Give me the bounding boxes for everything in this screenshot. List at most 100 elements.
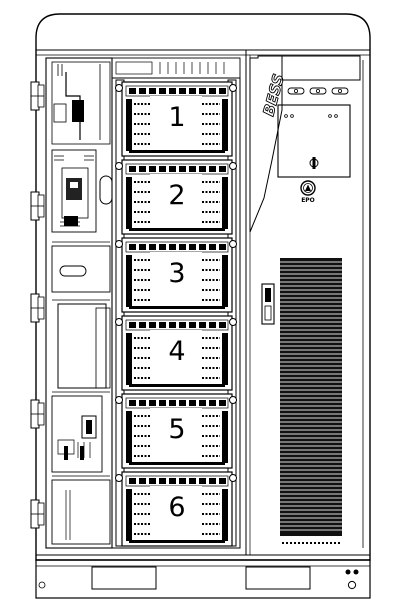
relay-compartment — [51, 245, 111, 293]
display-panel — [277, 104, 351, 178]
breaker-compartment — [51, 61, 111, 145]
electrical-panel — [45, 57, 113, 549]
battery-modules: 1 2 3 4 5 6 — [115, 81, 237, 547]
forklift-slot-left — [91, 566, 157, 590]
cell-terminal — [149, 400, 156, 406]
controller-box — [51, 149, 97, 233]
cell-terminal — [209, 88, 216, 94]
cell-terminal — [169, 478, 176, 484]
cell-terminal — [219, 166, 226, 172]
cell-terminal — [159, 322, 166, 328]
module-side-rail — [126, 333, 132, 385]
cabinet-base — [35, 559, 371, 599]
cell-terminal — [139, 244, 146, 250]
cell-terminal — [219, 478, 226, 484]
module-side-rail — [222, 489, 228, 541]
cell-terminal — [129, 322, 136, 328]
cell-terminal — [189, 400, 196, 406]
cell-terminal — [199, 322, 206, 328]
cell-terminal — [199, 166, 206, 172]
cell-terminal — [189, 322, 196, 328]
cell-terminal — [149, 88, 156, 94]
battery-module: 1 — [115, 81, 237, 157]
cell-terminal — [129, 88, 136, 94]
right-door: BESS EPO — [249, 55, 361, 544]
vent-slats — [280, 261, 342, 531]
door-handle[interactable] — [261, 283, 275, 325]
module-number-label: 4 — [168, 336, 185, 367]
display-panel-lock-icon[interactable] — [309, 157, 319, 169]
cell-terminal — [139, 166, 146, 172]
cell-terminal — [169, 88, 176, 94]
cabinet-shell — [35, 13, 371, 561]
cell-terminal — [159, 88, 166, 94]
module-number-label: 2 — [168, 180, 185, 211]
inverter-module — [57, 303, 107, 389]
cell-terminal — [169, 244, 176, 250]
cell-terminal — [129, 400, 136, 406]
cell-terminal — [139, 478, 146, 484]
cell-terminal — [209, 322, 216, 328]
cell-terminal — [159, 400, 166, 406]
base-bolt — [38, 581, 46, 589]
cell-terminal — [179, 322, 186, 328]
cell-terminal — [189, 88, 196, 94]
module-side-rail — [222, 333, 228, 385]
battery-module: 5 — [115, 393, 237, 469]
cell-terminal — [219, 400, 226, 406]
module-number-label: 3 — [168, 258, 185, 289]
cell-terminal — [149, 478, 156, 484]
cell-terminal — [209, 244, 216, 250]
cell-terminal — [169, 166, 176, 172]
hinge — [30, 499, 45, 529]
cell-terminal — [219, 244, 226, 250]
cell-terminal — [189, 166, 196, 172]
module-side-rail — [126, 489, 132, 541]
module-side-rail — [222, 177, 228, 229]
battery-module: 3 — [115, 237, 237, 313]
brand-label: BESS — [259, 72, 287, 118]
door-hinges-left — [30, 81, 45, 529]
hinge — [30, 293, 45, 323]
indicator-bar — [281, 55, 361, 81]
cell-terminal — [169, 322, 176, 328]
cell-terminal — [129, 478, 136, 484]
cell-terminal — [149, 244, 156, 250]
cell-terminal — [179, 478, 186, 484]
module-side-rail — [222, 255, 228, 307]
indicator-lights — [287, 87, 349, 95]
cell-terminal — [219, 88, 226, 94]
cell-terminal — [199, 244, 206, 250]
cell-terminal — [159, 166, 166, 172]
hinge — [30, 191, 45, 221]
main-breaker-handle — [72, 100, 84, 122]
cell-terminal — [179, 166, 186, 172]
battery-module: 4 — [115, 315, 237, 391]
cell-terminal — [139, 400, 146, 406]
cell-terminal — [179, 400, 186, 406]
cell-terminal — [209, 166, 216, 172]
cell-terminal — [149, 322, 156, 328]
cell-terminal — [129, 244, 136, 250]
cell-terminal — [139, 322, 146, 328]
hinge — [30, 399, 45, 429]
module-side-rail — [126, 177, 132, 229]
base-bolt — [353, 569, 359, 575]
emergency-stop-button[interactable] — [300, 180, 316, 196]
module-side-rail — [126, 255, 132, 307]
module-side-rail — [222, 411, 228, 463]
cell-terminal — [139, 88, 146, 94]
cell-terminal — [179, 88, 186, 94]
top-wiring-tray — [111, 57, 241, 79]
panel-door-handle — [99, 175, 113, 205]
cell-terminal — [199, 88, 206, 94]
cell-terminal — [219, 322, 226, 328]
epo-label: EPO — [301, 197, 315, 204]
module-number-label: 6 — [168, 492, 185, 523]
hinge — [30, 81, 45, 111]
battery-module: 2 — [115, 159, 237, 235]
cell-terminal — [179, 244, 186, 250]
cell-terminal — [189, 244, 196, 250]
module-side-rail — [126, 99, 132, 151]
cell-terminal — [199, 400, 206, 406]
